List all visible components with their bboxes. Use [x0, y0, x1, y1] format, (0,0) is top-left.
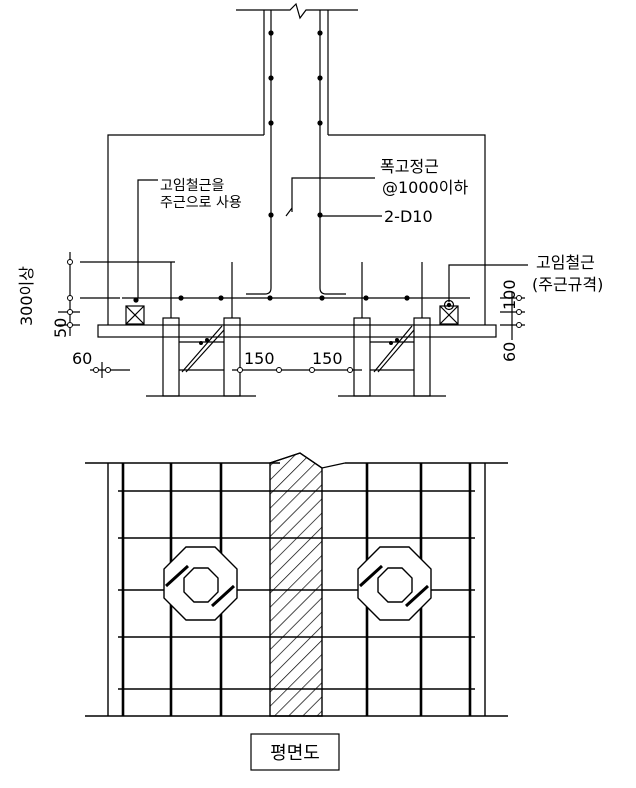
dim-60-right: 60 [500, 342, 519, 362]
wall-hatch [269, 452, 323, 717]
pile-right-a [353, 317, 371, 397]
dimension-ticks [67, 259, 522, 373]
dim-300: 300이상 [17, 266, 36, 326]
label-anchor-line1: 고임철근을 [160, 178, 225, 194]
pile-left-a [162, 317, 180, 397]
leader-chair [448, 264, 528, 302]
base-slab [97, 324, 497, 338]
footing-outline [107, 134, 264, 325]
pile-left-b [223, 317, 241, 397]
chair-box-left [125, 305, 145, 325]
wall-rebar-left [246, 10, 272, 295]
label-bars: 2-D10 [384, 207, 433, 226]
dim-50: 50 [51, 318, 70, 338]
label-chair-line2: (주근규격) [532, 275, 603, 294]
pile-right-b [413, 317, 431, 397]
plan-title-box [250, 733, 340, 771]
rebar-dots [133, 30, 455, 345]
wall-break-top [269, 452, 346, 469]
label-chair-line1: 고임철근 [536, 253, 595, 272]
leader-anchor [137, 179, 158, 298]
label-anchor-line2: 주근으로 사용 [160, 195, 242, 211]
leader-width [291, 177, 375, 212]
pile-plan-right-inner [377, 567, 413, 603]
dim-150-a: 150 [244, 349, 275, 368]
section-view [58, 2, 528, 397]
label-width-line2: @1000이하 [382, 178, 468, 197]
break-line [236, 2, 358, 20]
plan-title: 평면도 [270, 743, 320, 764]
label-width-line1: 폭고정근 [380, 157, 439, 176]
dim-100: 100 [500, 279, 519, 310]
dim-150-b: 150 [312, 349, 343, 368]
dim-60-left: 60 [72, 349, 92, 368]
wall-rebar-right [319, 10, 346, 295]
footing-outline-right [328, 134, 486, 325]
pile-plan-left-inner [183, 567, 219, 603]
plan-view [85, 452, 508, 771]
